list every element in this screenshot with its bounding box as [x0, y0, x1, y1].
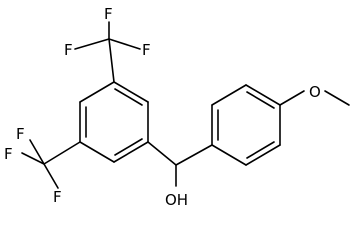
bond-ring-a-1	[113, 81, 149, 103]
bond-cf3-left-to-f-down	[43, 163, 59, 189]
bond-carbinol-to-ring-b	[175, 144, 213, 166]
bond-ring-b-inner-2	[246, 91, 275, 109]
bond-ring-a-3	[113, 141, 149, 163]
structure-drawing: F F F F F F O OH	[4, 5, 350, 209]
bond-ring-to-cf3-left	[43, 141, 81, 165]
bond-ring-b-3	[245, 84, 281, 106]
bond-cf3-top-to-ring	[108, 38, 115, 83]
atom-label-f: F	[104, 5, 113, 23]
bond-ring-b-2	[211, 84, 247, 106]
bond-ring-b-5	[245, 144, 281, 166]
bond-ring-a-inner-1	[114, 88, 143, 106]
bond-cf3-left-to-f-up	[29, 139, 45, 165]
atom-labels: F F F F F F O OH	[4, 5, 321, 209]
bond-cf3-top-to-f-right	[108, 38, 141, 50]
bond-ring-a-inner-2	[114, 138, 143, 156]
atom-label-oh: OH	[165, 191, 188, 209]
bond-o-to-methyl	[324, 90, 350, 106]
bond-ring-b-to-o	[279, 90, 305, 106]
atom-label-f: F	[4, 145, 13, 163]
bond-ring-a-4	[79, 141, 115, 163]
bond-cf3-top-to-f-left	[74, 38, 110, 50]
bond-ring-a-to-carbinol	[147, 141, 177, 166]
bonds	[21, 21, 350, 189]
bond-ring-a-6	[79, 81, 115, 103]
bond-cf3-left-to-f-left	[21, 152, 45, 165]
atom-label-o: O	[309, 83, 321, 101]
atom-label-f: F	[53, 188, 62, 206]
bond-ring-b-6	[211, 144, 247, 166]
atom-label-f: F	[64, 41, 73, 59]
atom-label-f: F	[16, 125, 25, 143]
bond-ring-b-inner-3	[246, 141, 275, 159]
atom-label-f: F	[142, 41, 151, 59]
